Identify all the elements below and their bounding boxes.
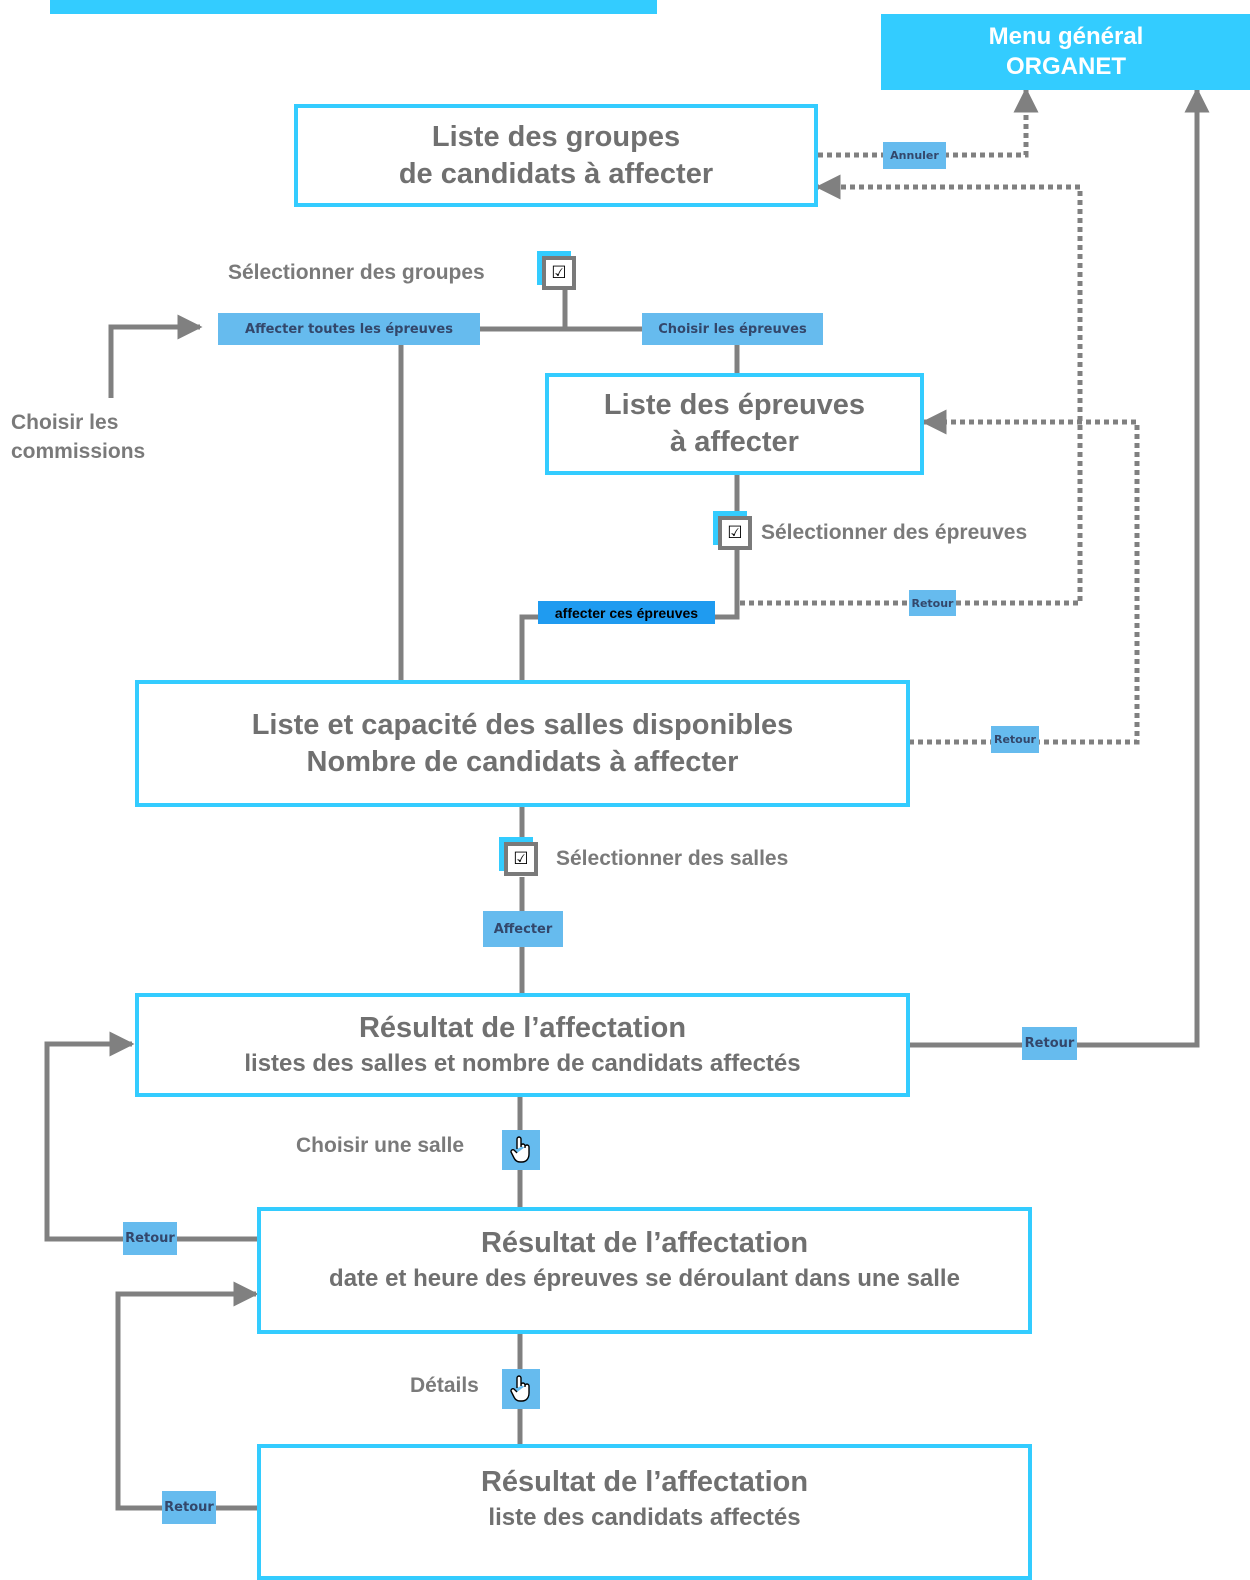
select-groupes-label: Sélectionner des groupes (228, 261, 485, 284)
box-subtitle: liste des candidats affectés (488, 1504, 801, 1531)
box-subtitle: date et heure des épreuves se déroulant … (329, 1265, 960, 1292)
box-liste-salles: Liste et capacité des salles disponibles… (135, 680, 910, 807)
box-subtitle: à affecter (670, 426, 799, 458)
select-epreuves-checkbox[interactable]: ☑ (718, 516, 752, 550)
choisir-epreuves-button[interactable]: Choisir les épreuves (642, 313, 823, 345)
select-epreuves-label: Sélectionner des épreuves (761, 521, 1028, 544)
retour-epreuves-button[interactable]: Retour (909, 590, 956, 616)
details-label: Détails (410, 1374, 479, 1397)
box-subtitle: Nombre de candidats à affecter (306, 745, 739, 778)
retour-resultat-button[interactable]: Retour (1022, 1027, 1077, 1060)
retour-salles-button[interactable]: Retour (991, 726, 1039, 753)
choisir-commissions-label: Choisir les commissions (11, 411, 146, 463)
checkbox-icon: ☑ (513, 848, 529, 869)
retour-salle-button[interactable]: Retour (123, 1222, 177, 1255)
box-subtitle: de candidats à affecter (398, 157, 714, 190)
annuler-button[interactable]: Annuler (883, 142, 946, 169)
box-title: Résultat de l’affectation (358, 1011, 687, 1044)
box-resultat-salles: Résultat de l’affectation listes des sal… (135, 993, 910, 1097)
box-resultat-epreuves-salle: Résultat de l’affectation date et heure … (257, 1207, 1032, 1334)
box-liste-groupes: Liste des groupes de candidats à affecte… (294, 104, 818, 207)
select-salles-checkbox[interactable]: ☑ (504, 842, 538, 876)
box-liste-epreuves: Liste des épreuves à affecter (545, 373, 924, 475)
hand-pointer-icon (510, 1136, 530, 1163)
checkbox-icon: ☑ (551, 262, 567, 283)
choisir-salle-label: Choisir une salle (296, 1134, 465, 1157)
box-resultat-candidats: Résultat de l’affectation liste des cand… (257, 1444, 1032, 1580)
box-title: Résultat de l’affectation (480, 1466, 809, 1498)
box-title: Liste des épreuves (603, 389, 866, 421)
affecter-button[interactable]: Affecter (483, 911, 563, 947)
hand-pointer-icon (510, 1375, 530, 1402)
box-title: Résultat de l’affectation (480, 1227, 809, 1259)
top-accent-bar (50, 0, 657, 14)
select-groupes-checkbox[interactable]: ☑ (542, 256, 576, 290)
affecter-ces-epreuves-button[interactable]: affecter ces épreuves (538, 601, 715, 624)
box-title: Liste des groupes (431, 120, 681, 153)
details-hand-button[interactable] (502, 1369, 540, 1409)
select-salles-label: Sélectionner des salles (556, 847, 789, 870)
checkbox-icon: ☑ (727, 522, 743, 543)
box-subtitle: listes des salles et nombre de candidats… (244, 1049, 801, 1077)
retour-candidats-button[interactable]: Retour (162, 1491, 216, 1524)
menu-general-button[interactable]: Menu général ORGANET (881, 14, 1250, 90)
choisir-salle-hand-button[interactable] (502, 1130, 540, 1170)
affecter-toutes-epreuves-button[interactable]: Affecter toutes les épreuves (218, 313, 480, 345)
menu-line-1: Menu général (988, 23, 1144, 50)
box-title: Liste et capacité des salles disponibles (251, 708, 794, 741)
menu-line-2: ORGANET (1006, 53, 1126, 80)
